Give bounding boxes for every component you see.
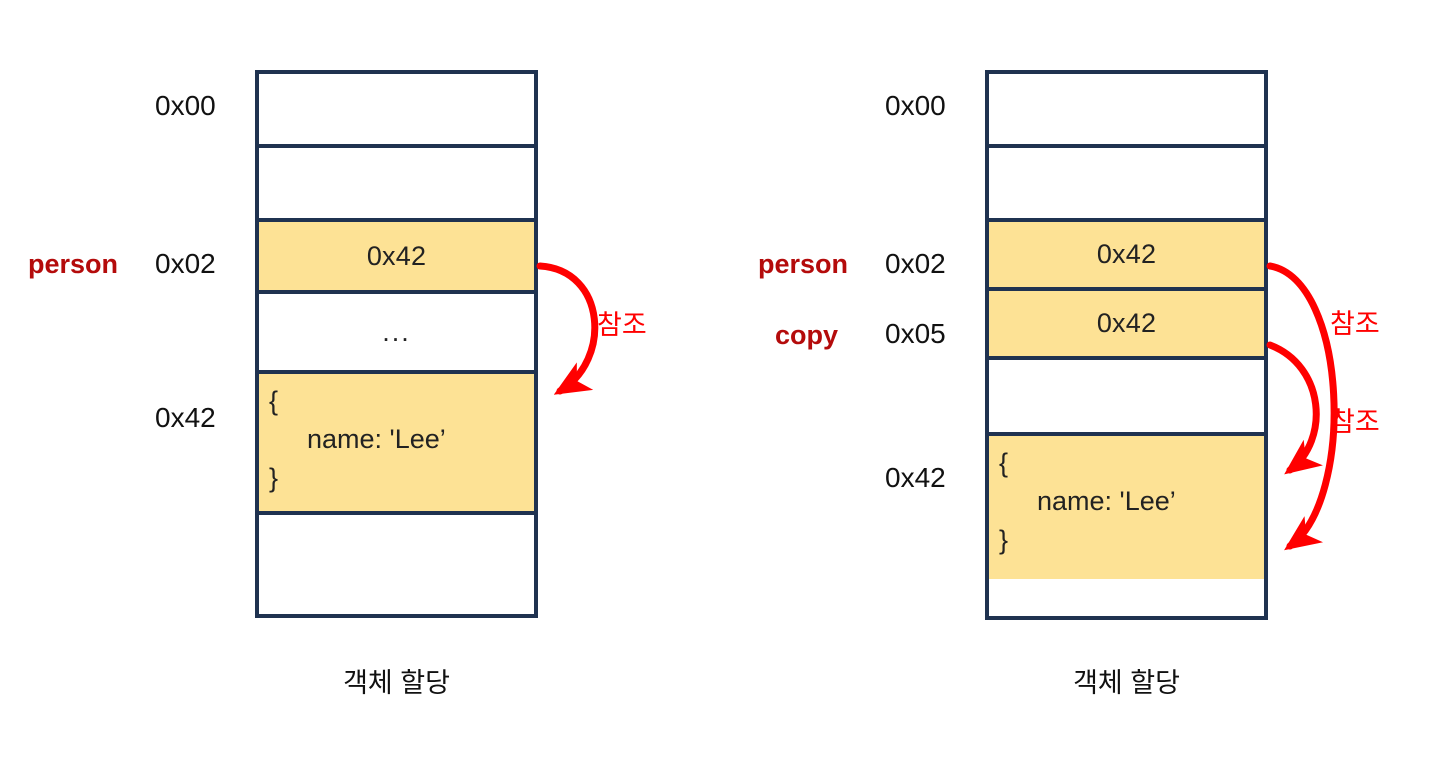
right-address-label-0x02: 0x02 [885,248,946,279]
right-cell-value-pointer-copy: 0x42 [1096,308,1157,338]
right-address-label-0x42: 0x42 [885,462,946,493]
left-address-label-0x00: 0x00 [155,90,216,121]
left-cell-value-pointer: 0x42 [366,240,427,271]
right-variable-label-copy: copy [775,320,839,350]
right-object-literal: { name: 'Lee’ } [989,436,1264,579]
right-address-label-0x05: 0x05 [885,318,946,349]
left-memory-row-0x00 [259,74,534,148]
left-memory-row-0x02: 0x42 [259,222,534,294]
left-variable-label-person: person [28,249,119,279]
left-object-property: name: 'Lee’ [307,424,446,455]
right-memory-row-0x00 [989,74,1264,148]
right-cell-value-pointer-person: 0x42 [1096,239,1157,269]
left-memory-row-ellipsis: ... [259,294,534,374]
right-object-open-brace: { [999,448,1009,478]
right-memory-table: 0x42 0x42 { name: 'Lee’ } [985,70,1268,620]
right-reference-label-1: 참조 [1330,309,1380,339]
right-memory-row-0x02: 0x42 [989,222,1264,291]
left-reference-arrow [536,262,599,395]
right-object-property: name: 'Lee’ [1037,486,1176,517]
right-memory-row-empty-4 [989,360,1264,436]
left-cell-value-ellipsis: ... [382,316,411,347]
right-reference-arrow-person [1266,262,1338,551]
left-memory-row-0x42: { name: 'Lee’ } [259,374,534,515]
left-reference-label: 참조 [597,310,647,340]
right-memory-row-0x42: { name: 'Lee’ } [989,436,1264,579]
right-panel-caption: 객체 할당 [1073,668,1180,698]
left-memory-row-empty-last [259,515,534,586]
right-memory-row-empty-1 [989,148,1264,222]
left-memory-table: 0x42 ... { name: 'Lee’ } [255,70,538,618]
right-memory-row-0x05: 0x42 [989,291,1264,360]
right-address-label-0x00: 0x00 [885,90,946,121]
right-object-close-brace: } [999,524,1009,555]
left-panel-caption: 객체 할당 [343,668,450,698]
left-memory-row-empty-1 [259,148,534,222]
right-variable-label-person: person [758,249,849,279]
right-reference-arrow-copy [1266,341,1323,475]
left-address-label-0x02: 0x02 [155,248,216,279]
left-object-open-brace: { [269,386,279,416]
left-address-label-0x42: 0x42 [155,402,216,433]
left-object-literal: { name: 'Lee’ } [259,374,534,511]
left-object-close-brace: } [269,462,279,493]
right-reference-label-2: 참조 [1330,407,1380,437]
